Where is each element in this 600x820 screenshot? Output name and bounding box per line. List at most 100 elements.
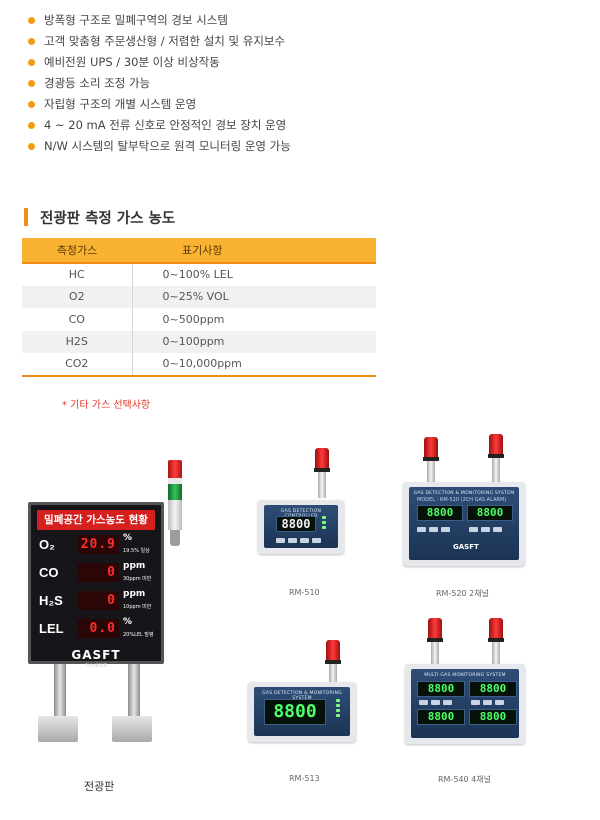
heading-accent-bar: [24, 208, 28, 226]
beacon-stem: [318, 472, 326, 498]
board-led-value: 0: [77, 591, 119, 610]
device-panel: GAS DETECTION CONTROLLER 8800: [264, 505, 338, 548]
table-row: O2 0~25% VOL: [22, 285, 376, 308]
beacon-lamp: [424, 437, 438, 457]
device-display: 8800: [276, 516, 316, 532]
board-unit: ppm: [123, 589, 146, 599]
feature-item: 4 ~ 20 mA 전류 신호로 안정적인 경보 장치 운영: [28, 117, 588, 138]
table-row: H2S 0~100ppm: [22, 330, 376, 353]
table-header-range: 표기사항: [132, 238, 376, 264]
board-led-value: 20.9: [77, 535, 119, 554]
bullet-dot-icon: [28, 143, 35, 150]
feature-item: 방폭형 구조로 밀폐구역의 경보 시스템: [28, 12, 588, 33]
table-row: CO 0~500ppm: [22, 308, 376, 331]
bullet-dot-icon: [28, 17, 35, 24]
feature-item: 고객 맞춤형 주문생산형 / 저렴한 설치 및 유지보수: [28, 33, 588, 54]
device-panel: GAS DETECTION & MONITORING SYSTEM MODEL …: [409, 487, 519, 560]
device-display: 8800: [467, 505, 513, 521]
table-row: CO2 0~10,000ppm: [22, 353, 376, 377]
board-gas-label: H₂S: [39, 593, 63, 608]
board-threshold: 30ppm 미만: [123, 576, 152, 582]
device-display: 8800: [417, 505, 463, 521]
option-note: * 기타 가스 선택사항: [62, 400, 151, 411]
feature-text: 4 ~ 20 mA 전류 신호로 안정적인 경보 장치 운영: [44, 118, 287, 132]
range-cell: 0~10,000ppm: [132, 353, 376, 377]
bullet-dot-icon: [28, 80, 35, 87]
device-display: 8800: [469, 681, 517, 697]
device-display: 8800: [417, 681, 465, 697]
range-cell: 0~500ppm: [162, 312, 225, 326]
gas-cell: O2: [22, 285, 133, 308]
beacon-ring: [488, 638, 504, 642]
board-foot: [38, 716, 78, 742]
beacon-ring: [314, 468, 330, 472]
beacon-stem: [431, 642, 439, 668]
beacon-icon: [487, 434, 505, 484]
beacon-ring: [423, 457, 439, 461]
device-buttons: [419, 700, 452, 705]
feature-item: 예비전원 UPS / 30분 이상 비상작동: [28, 54, 588, 75]
device-title: MULTI GAS MONITORING SYSTEM: [424, 673, 506, 678]
range-cell: 0~25% VOL: [132, 285, 376, 308]
signal-tower-icon: [166, 460, 184, 546]
board-gas-label: O₂: [39, 537, 55, 552]
gas-cell: CO2: [22, 353, 133, 377]
signal-tower-base: [170, 530, 180, 546]
device-buttons: [469, 527, 502, 532]
range-cell: 0~100ppm: [132, 330, 376, 353]
bullet-dot-icon: [28, 59, 35, 66]
range-cell: 0~100% LEL: [162, 268, 233, 282]
beacon-ring: [325, 660, 341, 664]
device-display: 8800: [264, 699, 326, 725]
device-panel: GAS DETECTION & MONITORING SYSTEM 8800: [254, 687, 350, 736]
table-row: HC 0~100% LEL: [22, 263, 376, 286]
feature-list: 방폭형 구조로 밀폐구역의 경보 시스템 고객 맞춤형 주문생산형 / 저렴한 …: [28, 12, 588, 159]
feature-text: 경광등 소리 조정 가능: [44, 76, 151, 90]
signal-lamp-green: [168, 484, 182, 500]
beacon-lamp: [315, 448, 329, 468]
gas-spec-table: 측정가스 표기사항 HC 0~100% LEL O2 0~25% VOL CO …: [22, 238, 376, 377]
device-logo: GASFT: [453, 543, 479, 551]
feature-item: 경광등 소리 조정 가능: [28, 75, 588, 96]
beacon-icon: [426, 618, 444, 668]
bullet-dot-icon: [28, 122, 35, 129]
gas-display-board: 밀폐공간 가스농도 현황 O₂ 20.9 % 19.5% 일상 CO 0 ppm…: [28, 502, 164, 669]
board-header: 밀폐공간 가스농도 현황: [37, 510, 155, 530]
board-threshold: 10ppm 미만: [123, 604, 152, 610]
rm-520-device: GAS DETECTION & MONITORING SYSTEM MODEL …: [403, 482, 525, 566]
rm-513-device: GAS DETECTION & MONITORING SYSTEM 8800: [248, 682, 356, 742]
device-title: GAS DETECTION & MONITORING SYSTEM: [413, 491, 515, 496]
board-unit: %: [123, 533, 133, 543]
section-title-text: 전광판 측정 가스 농도: [40, 210, 176, 227]
device-title: GAS DETECTION & MONITORING SYSTEM: [262, 691, 342, 701]
beacon-icon: [324, 640, 342, 690]
feature-text: 자립형 구조의 개별 시스템 운영: [44, 97, 197, 111]
rm-540-device: MULTI GAS MONITORING SYSTEM 8800 8800 88…: [405, 664, 525, 744]
section-heading: 전광판 측정 가스 농도: [24, 207, 175, 227]
beacon-stem: [427, 461, 435, 487]
feature-text: 고객 맞춤형 주문생산형 / 저렴한 설치 및 유지보수: [44, 34, 286, 48]
rm-510-caption: RM-510: [289, 588, 320, 597]
rm-510-device: GAS DETECTION CONTROLLER 8800: [258, 500, 344, 554]
board-row: LEL 0.0 % 20%LEL 발령: [31, 617, 161, 642]
bullet-dot-icon: [28, 38, 35, 45]
beacon-icon: [487, 618, 505, 668]
device-subtitle: MODEL : RM-520 (2CH GAS ALARM): [417, 497, 507, 503]
table-header-row: 측정가스 표기사항: [22, 238, 376, 264]
signal-tower-body: [168, 500, 182, 530]
feature-text: 방폭형 구조로 밀폐구역의 경보 시스템: [44, 13, 228, 27]
gas-cell: CO: [22, 308, 133, 331]
device-panel: MULTI GAS MONITORING SYSTEM 8800 8800 88…: [411, 669, 519, 738]
board-threshold: 20%LEL 발령: [123, 632, 154, 638]
board-pole: [128, 664, 140, 724]
board-caption: 전광판: [84, 780, 115, 793]
device-display: 8800: [417, 709, 465, 725]
beacon-lamp: [326, 640, 340, 660]
board-unit: ppm: [123, 561, 146, 571]
feature-text: N/W 시스템의 탈부탁으로 원격 모니터링 운영 가능: [44, 139, 291, 153]
status-led-icon: [322, 516, 326, 531]
signal-lamp-divider: [168, 478, 182, 484]
feature-item: 자립형 구조의 개별 시스템 운영: [28, 96, 588, 117]
board-row: O₂ 20.9 % 19.5% 일상: [31, 533, 161, 558]
board-row: H₂S 0 ppm 10ppm 미만: [31, 589, 161, 614]
